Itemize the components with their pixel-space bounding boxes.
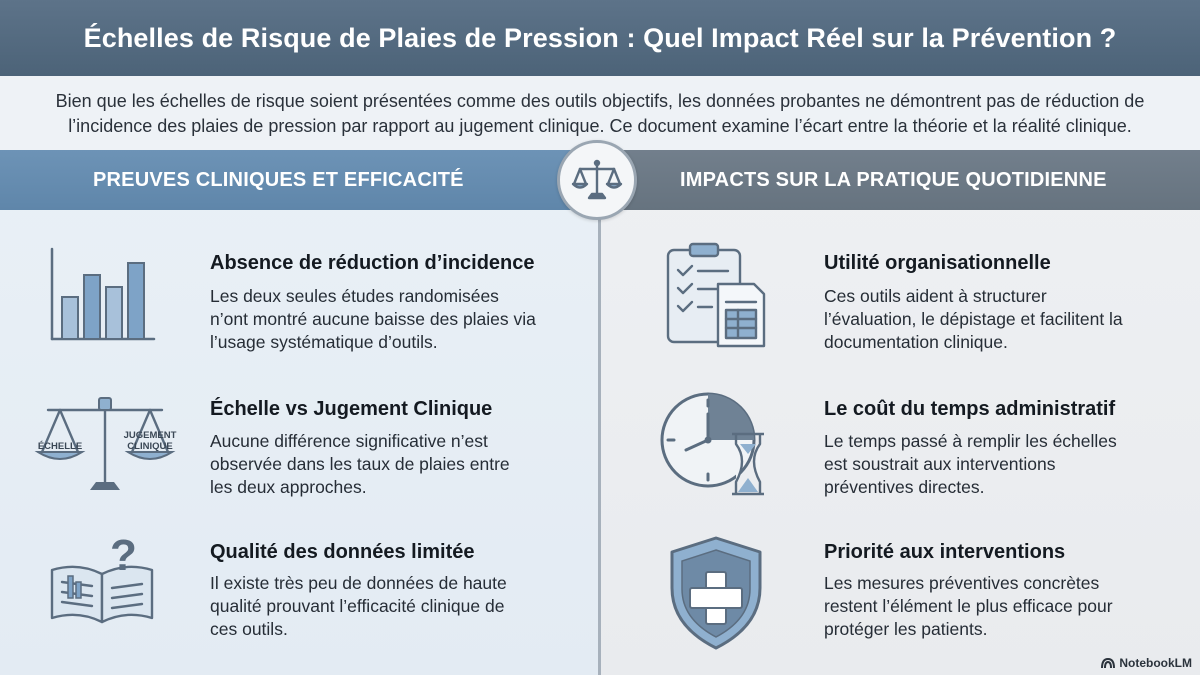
- scale-icon: [571, 159, 623, 200]
- clipboard-checklist-icon: [666, 242, 766, 348]
- intro-line-1: Bien que les échelles de risque soient p…: [55, 91, 1145, 111]
- intro-text: Bien que les échelles de risque soient p…: [20, 89, 1180, 139]
- desc-line: l’usage systématique d’outils.: [210, 332, 438, 352]
- desc-line: Les mesures préventives concrètes: [824, 573, 1100, 593]
- item-description: Il existe très peu de données de haute q…: [210, 572, 570, 641]
- desc-line: Le temps passé à remplir les échelles: [824, 431, 1117, 451]
- item-description: Le temps passé à remplir les échelles es…: [824, 430, 1184, 499]
- left-section-header: PREUVES CLINIQUES ET EFFICACITÉ: [0, 150, 600, 210]
- icon-label-jugement: JUGEMENT: [124, 430, 177, 441]
- brand-label: NotebookLM: [1119, 656, 1192, 670]
- item-title: Priorité aux interventions: [824, 541, 1066, 563]
- item-title: Qualité des données limitée: [210, 541, 475, 563]
- desc-line: Ces outils aident à structurer: [824, 286, 1047, 306]
- desc-line: est soustrait aux interventions: [824, 454, 1056, 474]
- desc-line: ces outils.: [210, 619, 288, 639]
- right-header-label: IMPACTS SUR LA PRATIQUE QUOTIDIENNE: [680, 168, 1107, 191]
- desc-line: Il existe très peu de données de haute: [210, 573, 507, 593]
- book-question-icon: ?: [50, 531, 154, 624]
- desc-line: Aucune différence significative n’est: [210, 431, 488, 451]
- right-section-header: IMPACTS SUR LA PRATIQUE QUOTIDIENNE: [600, 150, 1200, 210]
- left-header-label: PREUVES CLINIQUES ET EFFICACITÉ: [93, 168, 464, 191]
- desc-line: restent l’élément le plus efficace pour: [824, 596, 1113, 616]
- item-title: Utilité organisationnelle: [824, 252, 1051, 274]
- page-title: Échelles de Risque de Plaies de Pression…: [83, 22, 1117, 53]
- item-title: Absence de réduction d’incidence: [210, 252, 535, 274]
- desc-line: Les deux seules études randomisées: [210, 286, 499, 306]
- item-description: Ces outils aident à structurer l’évaluat…: [824, 285, 1184, 354]
- desc-line: les deux approches.: [210, 477, 367, 497]
- shield-cross-icon: [670, 536, 762, 650]
- item-title: Le coût du temps administratif: [824, 398, 1116, 420]
- desc-line: protéger les patients.: [824, 619, 988, 639]
- desc-line: l’évaluation, le dépistage et facilitent…: [824, 309, 1123, 329]
- desc-line: documentation clinique.: [824, 332, 1008, 352]
- center-divider: [598, 210, 601, 675]
- center-badge: [557, 140, 637, 220]
- clock-hourglass-icon: [660, 392, 764, 496]
- title-bar: Échelles de Risque de Plaies de Pression…: [0, 0, 1200, 76]
- balance-scale-icon: ÉCHELLE JUGEMENT CLINIQUE: [34, 397, 177, 490]
- item-description: Les mesures préventives concrètes resten…: [824, 572, 1184, 641]
- icon-label-clinique: CLINIQUE: [127, 441, 172, 452]
- item-title: Échelle vs Jugement Clinique: [210, 398, 493, 420]
- question-mark-icon: ?: [110, 531, 137, 580]
- desc-line: observée dans les taux de plaies entre: [210, 454, 510, 474]
- intro-line-2: l’incidence des plaies de pression par r…: [68, 116, 1132, 136]
- desc-line: préventives directes.: [824, 477, 985, 497]
- item-description: Les deux seules études randomisées n’ont…: [210, 285, 570, 354]
- brand-watermark: NotebookLM: [1101, 656, 1192, 670]
- bar-chart-icon: [50, 247, 156, 341]
- item-description: Aucune différence significative n’est ob…: [210, 430, 570, 499]
- desc-line: qualité prouvant l’efficacité clinique d…: [210, 596, 505, 616]
- icon-label-echelle: ÉCHELLE: [38, 441, 82, 452]
- desc-line: n’ont montré aucune baisse des plaies vi…: [210, 309, 536, 329]
- notebooklm-logo-icon: [1101, 657, 1116, 669]
